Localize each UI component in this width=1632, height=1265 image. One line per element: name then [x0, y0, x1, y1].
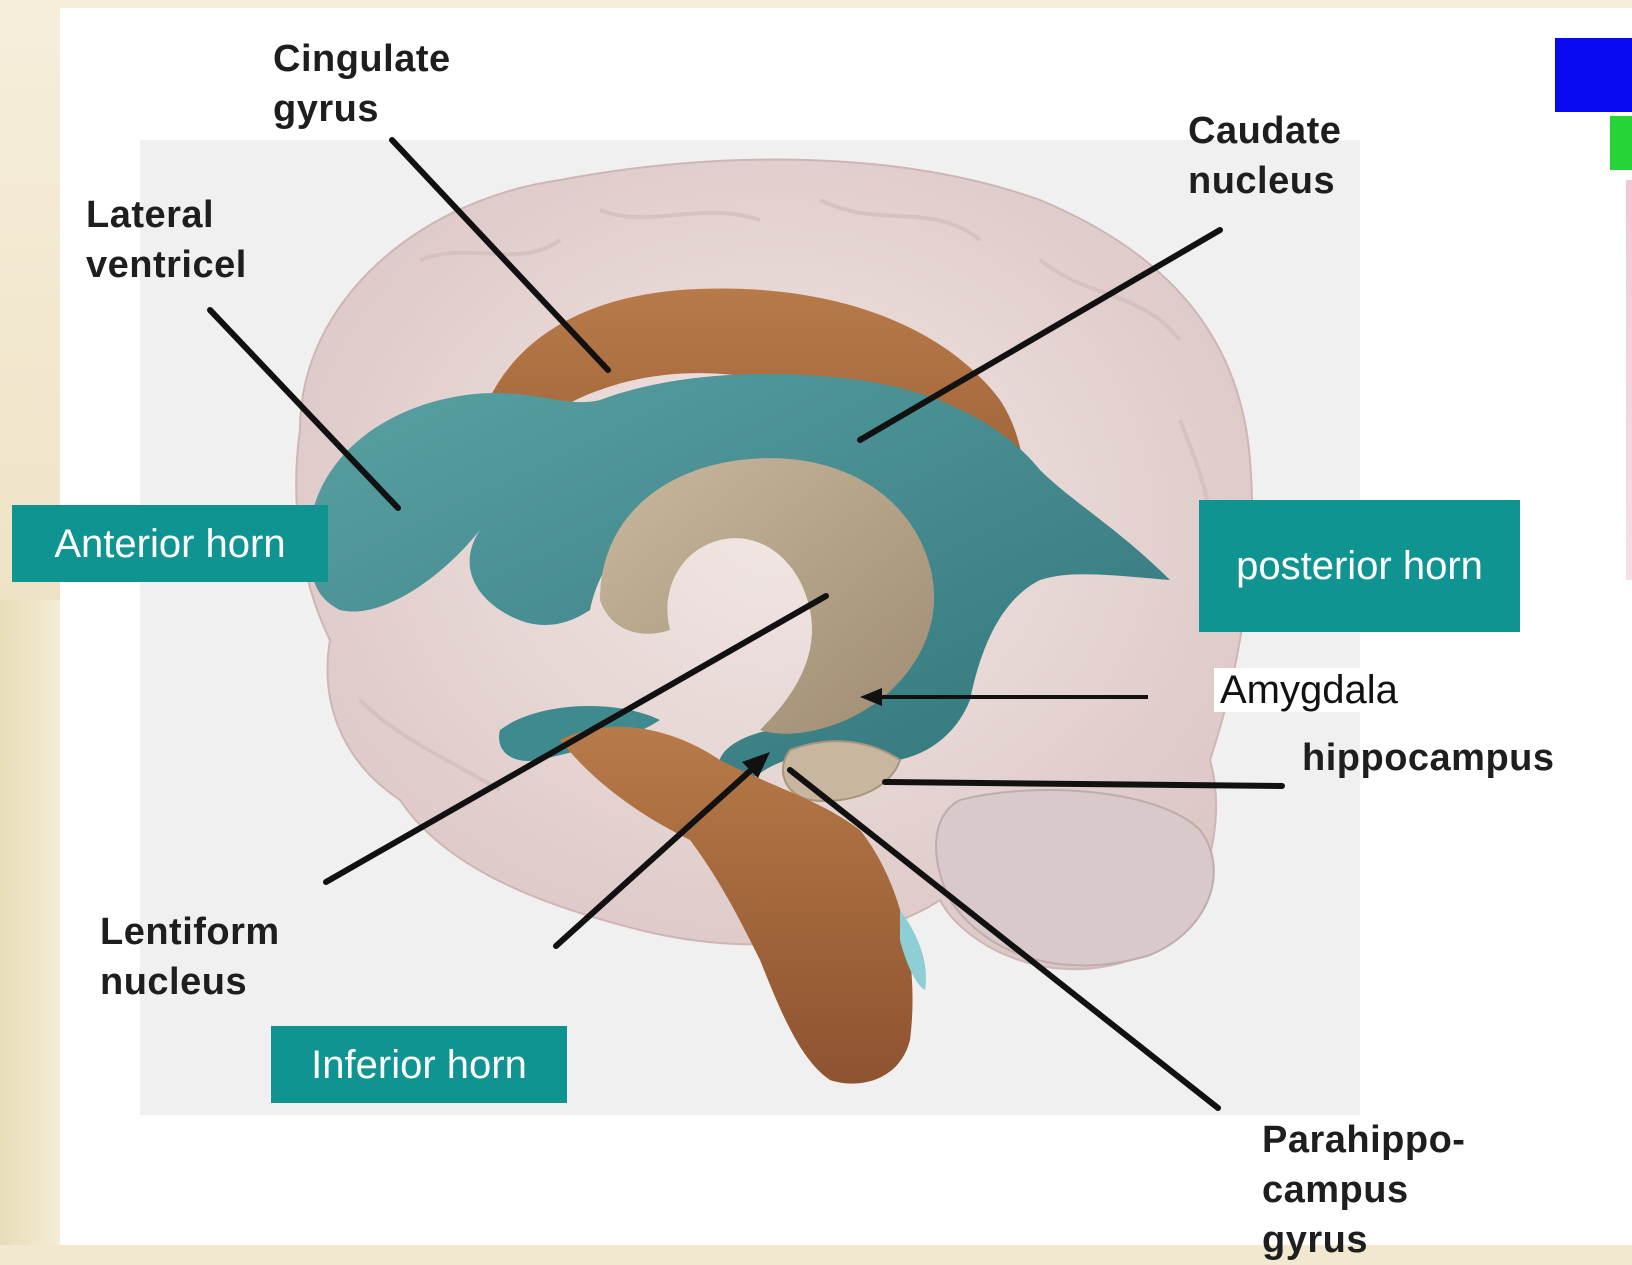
label-inferior-horn: Inferior horn	[271, 1026, 567, 1103]
label-hippocampus: hippocampus	[1302, 733, 1555, 783]
label-anterior-horn: Anterior horn	[12, 505, 328, 582]
label-lentiform-nucleus: Lentiform nucleus	[100, 907, 280, 1007]
pointer-hippocampus	[885, 782, 1282, 786]
label-posterior-horn: posterior horn	[1199, 500, 1520, 632]
label-parahippocampus-gyrus: Parahippo- campus gyrus	[1262, 1115, 1465, 1265]
label-amygdala: Amygdala	[1214, 668, 1404, 712]
label-cingulate-gyrus: Cingulate gyrus	[273, 34, 451, 134]
label-caudate-nucleus: Caudate nucleus	[1188, 106, 1341, 206]
label-lateral-ventricel: Lateral ventricel	[86, 190, 247, 290]
